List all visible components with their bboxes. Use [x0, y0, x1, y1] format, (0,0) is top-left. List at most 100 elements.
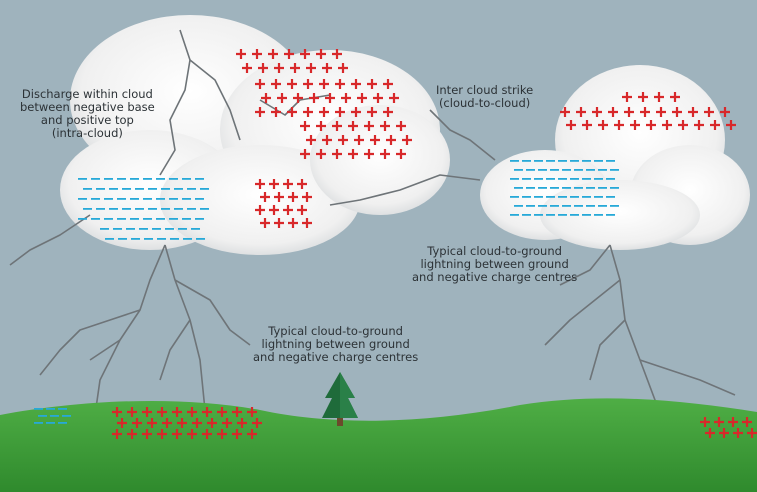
negative-charge — [606, 178, 615, 180]
positive-charge — [351, 107, 361, 117]
negative-charge — [130, 178, 139, 180]
negative-charge — [143, 198, 152, 200]
positive-charge — [357, 93, 367, 103]
positive-charge — [290, 63, 300, 73]
positive-charge — [142, 429, 152, 439]
positive-charge — [566, 120, 576, 130]
positive-charge — [303, 107, 313, 117]
positive-charge — [341, 93, 351, 103]
left-cloud — [60, 15, 450, 255]
negative-charge — [122, 208, 131, 210]
positive-charge — [293, 93, 303, 103]
label-line: Inter cloud strike — [436, 83, 534, 97]
label-line: lightning between ground — [420, 257, 569, 271]
negative-charge — [161, 188, 170, 190]
positive-charge — [389, 93, 399, 103]
negative-charge — [570, 214, 579, 216]
positive-charge — [177, 418, 187, 428]
negative-charge — [594, 196, 603, 198]
label-intra-cloud: Discharge within cloud between negative … — [20, 88, 155, 140]
negative-charge — [156, 178, 165, 180]
positive-charge — [338, 135, 348, 145]
negative-charge — [143, 218, 152, 220]
positive-charge — [396, 149, 406, 159]
negative-charge — [78, 178, 87, 180]
positive-charge — [112, 407, 122, 417]
positive-charge — [614, 120, 624, 130]
negative-charge — [514, 205, 523, 207]
negative-charge — [195, 178, 204, 180]
negative-charge — [62, 415, 71, 417]
positive-charge — [367, 107, 377, 117]
positive-charge — [242, 63, 252, 73]
negative-charge — [78, 198, 87, 200]
negative-charge — [538, 169, 547, 171]
negative-charge — [144, 238, 153, 240]
positive-charge — [640, 107, 650, 117]
positive-charge — [338, 63, 348, 73]
label-line: and negative charge centres — [253, 350, 419, 364]
negative-charge — [105, 238, 114, 240]
negative-charge — [182, 198, 191, 200]
positive-charge — [192, 418, 202, 428]
negative-charge — [34, 422, 43, 424]
positive-charge — [348, 121, 358, 131]
positive-charge — [255, 79, 265, 89]
negative-charge — [96, 208, 105, 210]
positive-charge — [287, 79, 297, 89]
positive-charge — [269, 179, 279, 189]
positive-charge — [142, 407, 152, 417]
negative-charge — [510, 196, 519, 198]
positive-charge — [402, 135, 412, 145]
positive-charge — [112, 429, 122, 439]
negative-charge — [170, 238, 179, 240]
positive-charge — [255, 205, 265, 215]
negative-charge — [562, 169, 571, 171]
positive-charge — [742, 417, 752, 427]
negative-charge — [174, 208, 183, 210]
positive-charge — [322, 63, 332, 73]
negative-charge — [594, 178, 603, 180]
label-cloud-to-ground-center: Typical cloud-to-ground lightning betwee… — [253, 325, 418, 364]
positive-charge — [383, 79, 393, 89]
negative-charge — [526, 187, 535, 189]
label-line: Typical cloud-to-ground — [427, 244, 562, 258]
negative-charge — [126, 228, 135, 230]
positive-charge — [670, 92, 680, 102]
negative-charge — [191, 228, 200, 230]
negative-charge — [562, 187, 571, 189]
negative-charge — [83, 208, 92, 210]
positive-charge — [157, 407, 167, 417]
negative-charge — [174, 188, 183, 190]
negative-charge — [538, 187, 547, 189]
positive-charge — [638, 92, 648, 102]
negative-charge — [131, 238, 140, 240]
charge-markers — [34, 49, 757, 439]
positive-charge — [258, 63, 268, 73]
positive-charge — [705, 428, 715, 438]
positive-charge — [348, 149, 358, 159]
positive-charge — [274, 218, 284, 228]
positive-charge — [714, 417, 724, 427]
negative-charge — [156, 198, 165, 200]
negative-charge — [91, 218, 100, 220]
negative-charge — [534, 196, 543, 198]
negative-charge — [594, 160, 603, 162]
positive-charge — [202, 429, 212, 439]
positive-charge — [255, 107, 265, 117]
positive-charge — [319, 79, 329, 89]
positive-charge — [260, 218, 270, 228]
positive-charge — [271, 107, 281, 117]
positive-charge — [287, 107, 297, 117]
positive-charge — [260, 192, 270, 202]
negative-charge — [50, 415, 59, 417]
negative-charge — [562, 205, 571, 207]
positive-charge — [127, 407, 137, 417]
negative-charge — [135, 208, 144, 210]
negative-charge — [58, 408, 67, 410]
positive-charge — [217, 429, 227, 439]
negative-charge — [130, 198, 139, 200]
positive-charge — [255, 179, 265, 189]
negative-charge — [117, 178, 126, 180]
